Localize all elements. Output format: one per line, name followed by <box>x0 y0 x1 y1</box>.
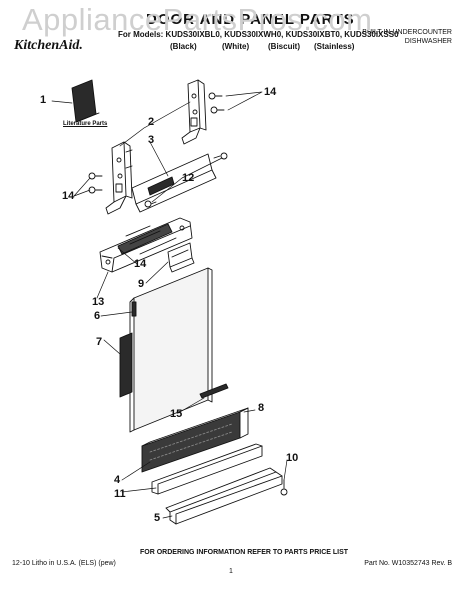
part-number: Part No. W10352743 Rev. B <box>364 560 452 567</box>
page-number: 1 <box>229 568 233 575</box>
toe-kick-bracket <box>165 467 283 525</box>
left-hinge-bracket <box>105 141 133 215</box>
screw <box>208 92 223 100</box>
callout-2: 2 <box>148 116 155 128</box>
screw <box>213 152 228 160</box>
screw <box>88 186 103 194</box>
callout-14-left: 14 <box>62 190 75 202</box>
ordering-note: FOR ORDERING INFORMATION REFER TO PARTS … <box>140 549 349 556</box>
variant-stainless: (Stainless) <box>314 42 355 51</box>
callout-8: 8 <box>258 402 265 414</box>
callout-14-top-right: 14 <box>264 86 277 98</box>
product-line-1: BUILT-IN UNDERCOUNTER <box>362 29 452 36</box>
leader-lines <box>51 91 288 519</box>
screws <box>88 92 228 208</box>
litho-info: 12-10 Litho in U.S.A. (ELS) (pew) <box>12 560 116 567</box>
toe-kick-screw <box>280 479 288 496</box>
callout-13: 13 <box>92 296 105 308</box>
callout-4: 4 <box>114 474 121 486</box>
callout-1: 1 <box>40 94 47 106</box>
literature-parts-label: Literature Parts <box>63 121 108 127</box>
toe-kick-plate <box>151 443 263 495</box>
outer-door-panel <box>129 267 213 433</box>
callout-10: 11 <box>114 488 126 500</box>
trim-piece <box>199 383 229 399</box>
product-line-2: DISHWASHER <box>404 38 452 45</box>
screw <box>144 200 157 208</box>
screw <box>210 106 225 114</box>
watermark-text: AppliancePartsPros.com <box>22 2 373 37</box>
callout-6: 6 <box>94 310 101 322</box>
toe-kick-insulation <box>141 407 249 473</box>
callout-3: 3 <box>148 134 155 146</box>
screw <box>88 172 103 180</box>
right-hinge-bracket <box>181 79 207 145</box>
door-handle <box>167 242 195 273</box>
callout-7: 7 <box>96 336 103 348</box>
callout-11: 10 <box>286 452 299 464</box>
callout-15: 15 <box>170 408 183 420</box>
variant-black: (Black) <box>170 42 197 51</box>
variant-biscuit: (Biscuit) <box>268 42 300 51</box>
literature-booklet <box>71 79 100 123</box>
callout-9: 9 <box>138 278 145 290</box>
page-title: DOOR AND PANEL PARTS <box>146 11 355 28</box>
models-line: For Models: KUDS30IXBL0, KUDS30IXWH0, KU… <box>118 30 399 39</box>
control-panel-housing <box>99 217 193 273</box>
brand-logo: KitchenAid. <box>14 38 83 53</box>
callout-5: 5 <box>154 512 161 524</box>
variant-white: (White) <box>222 42 250 51</box>
callout-12: 12 <box>182 172 195 184</box>
insulation-sheet <box>119 332 133 398</box>
callout-14-middle: 14 <box>134 258 147 270</box>
product-type: BUILT-IN UNDERCOUNTER DISHWASHER <box>362 28 452 46</box>
control-panel-bracket <box>131 153 217 213</box>
